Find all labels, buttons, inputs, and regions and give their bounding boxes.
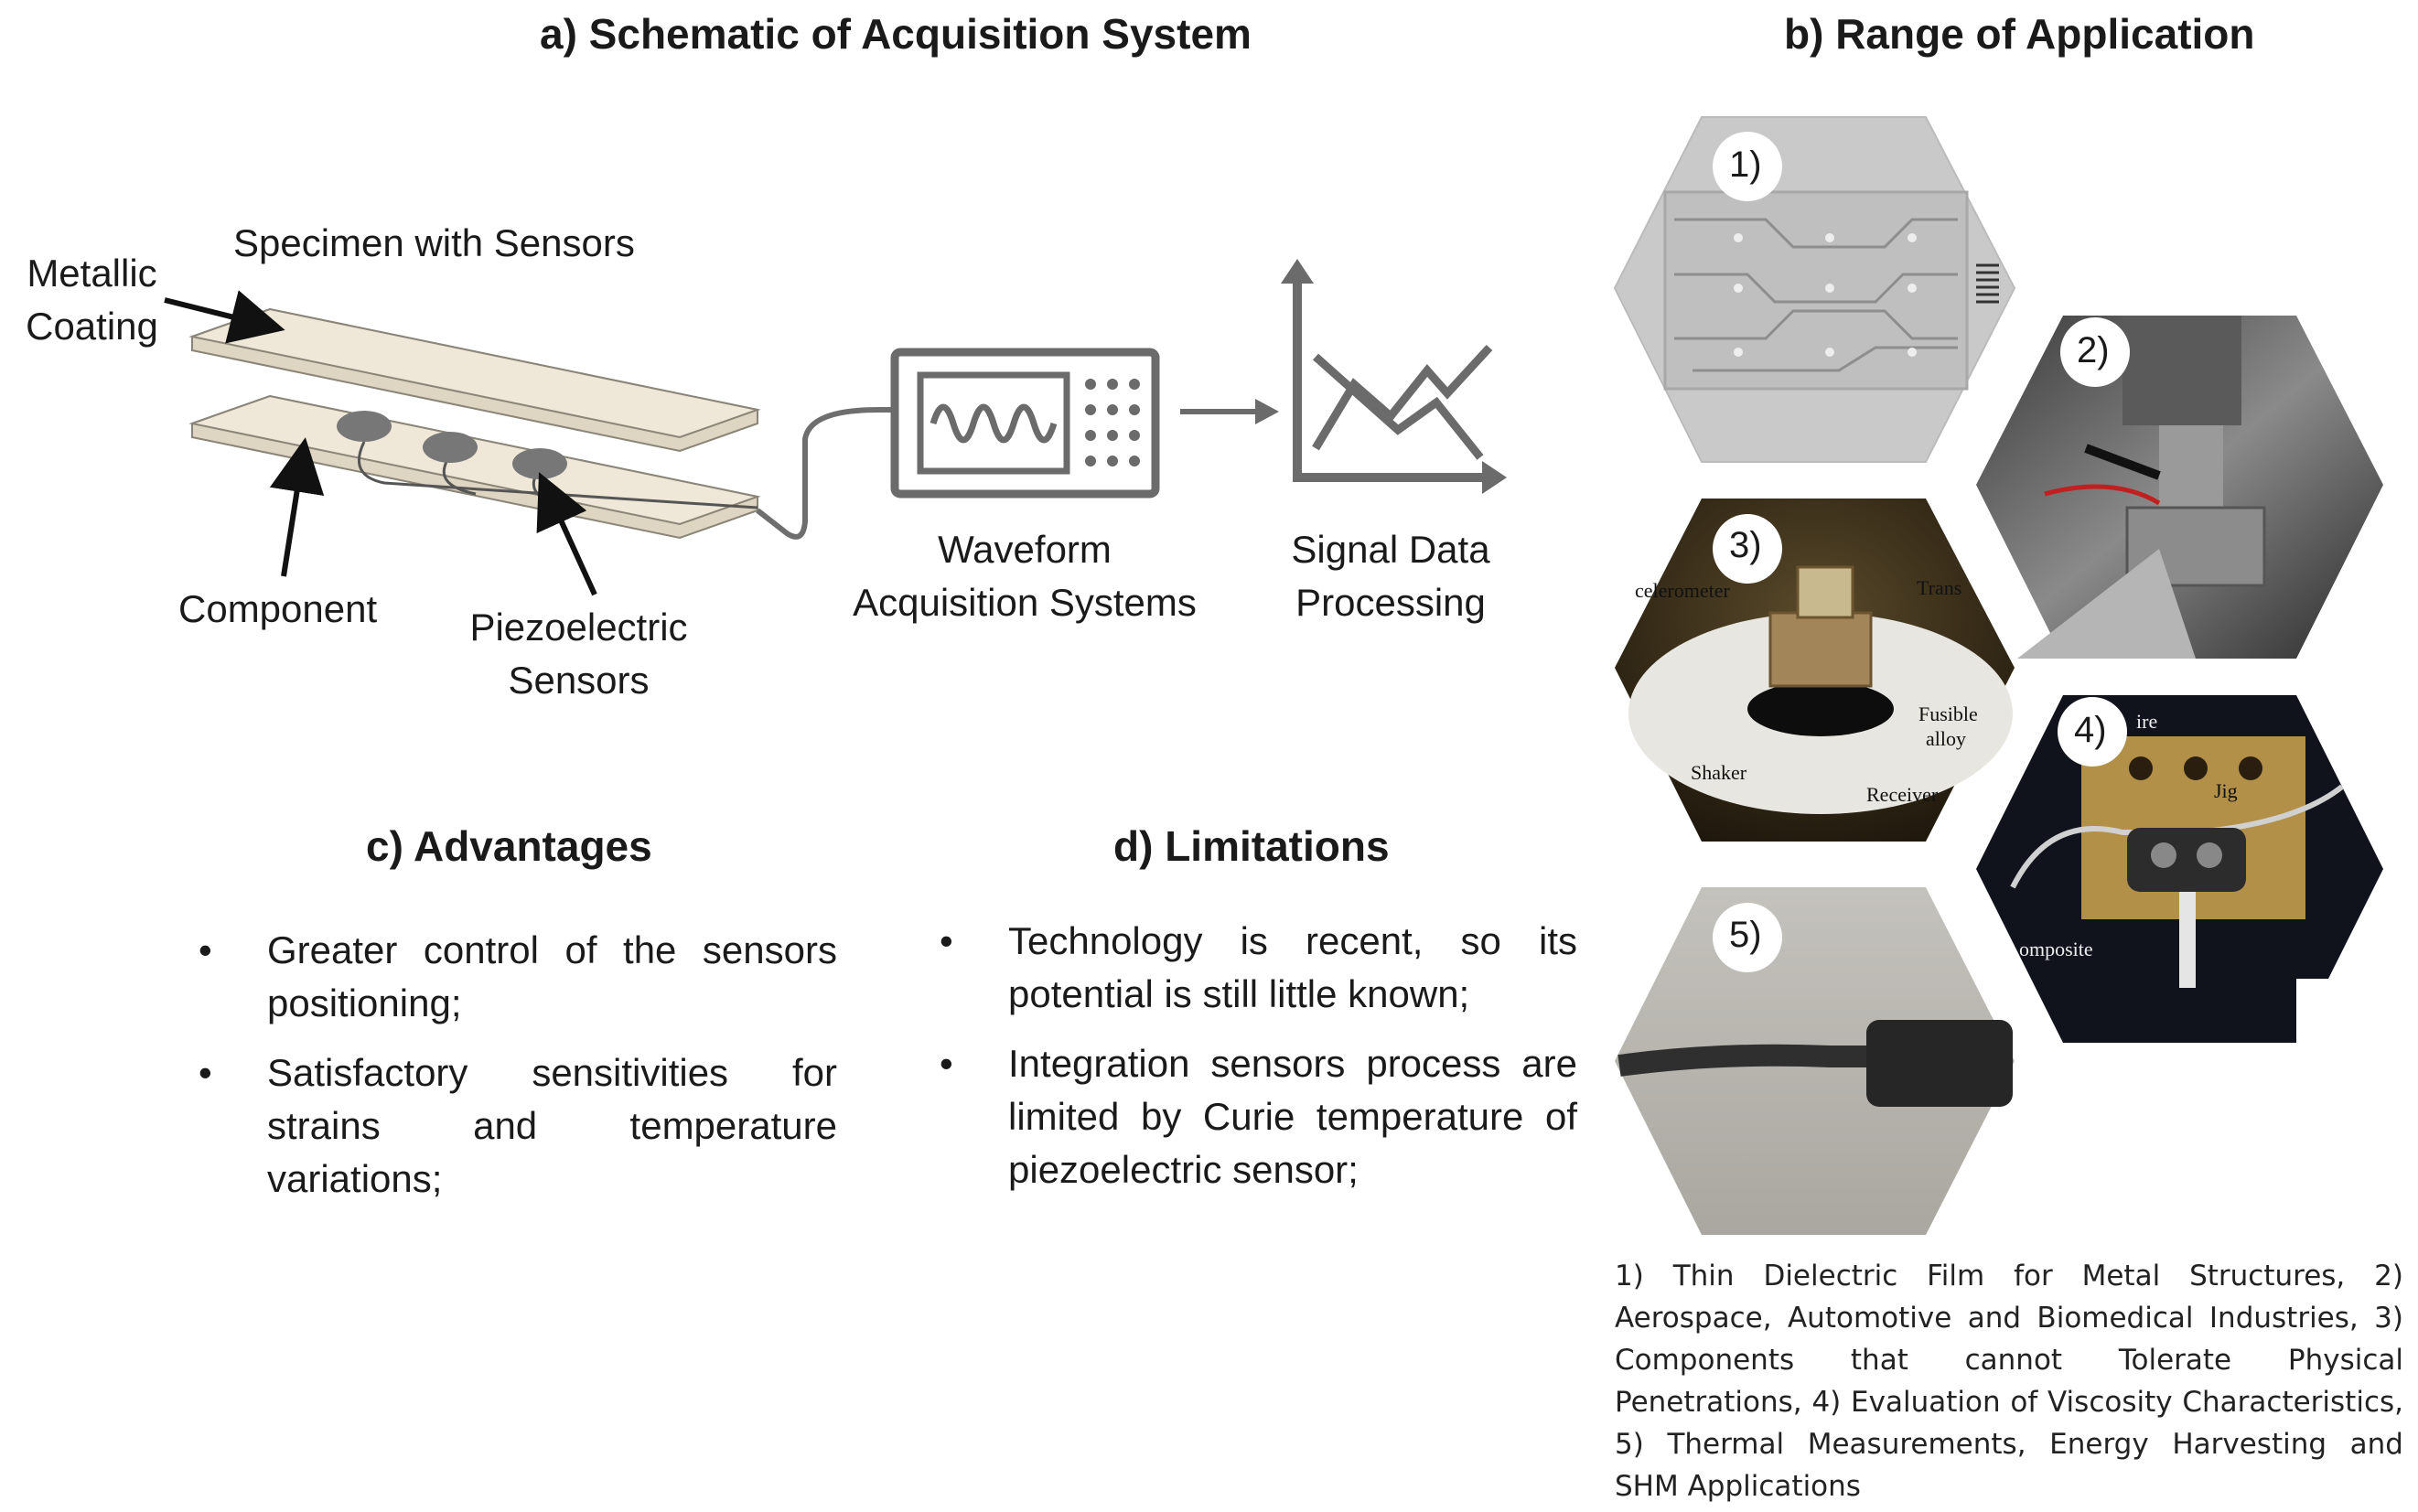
application-label-5: 5) [1729, 915, 1762, 955]
photo-text-composite: omposite [2019, 938, 2093, 960]
piezoelectric-sensors-label: Piezoelectric Sensors [469, 606, 688, 702]
application-label-3: 3) [1729, 525, 1762, 565]
limitation-item: • Integration sensors process are limite… [940, 1042, 1577, 1191]
application-hexagon-5 [1615, 887, 2015, 1235]
waveform-acquisition-label: Waveform Acquisition Systems [853, 528, 1197, 624]
photo-text-shaker: Shaker [1691, 761, 1747, 784]
photo-text-accelerometer: celerometer [1635, 579, 1730, 602]
application-label-4: 4) [2074, 710, 2107, 750]
advantage-item: • Greater control of the sensors positio… [199, 928, 837, 1024]
photo-text-fusible-alloy: Fusible alloy [1918, 702, 1978, 750]
photo-text-transducer: Trans [1917, 576, 1962, 599]
application-hexagons [1613, 116, 2383, 1235]
application-label-1: 1) [1729, 145, 1762, 185]
application-hexagon-3 [1615, 499, 2015, 842]
limitations-list: • Technology is recent, so its potential… [940, 915, 1577, 1213]
photo-text-wire: ire [2136, 710, 2158, 733]
limitation-item: • Technology is recent, so its potential… [940, 919, 1577, 1015]
application-label-2: 2) [2077, 330, 2110, 370]
application-hexagon-2 [1976, 316, 2383, 659]
signal-processing-chart-icon [1281, 259, 1507, 494]
sensor-wire [357, 441, 758, 509]
photo-text-jig: Jig [2214, 779, 2238, 802]
title-schematic: a) Schematic of Acquisition System [540, 10, 1252, 58]
metallic-coating-label: Metallic Coating [26, 252, 158, 348]
advantage-item: • Satisfactory sensitivities for strains… [199, 1051, 837, 1200]
application-hexagon-4 [1976, 695, 2383, 1043]
oscilloscope-icon [890, 348, 1160, 499]
title-limitations: d) Limitations [1113, 822, 1390, 870]
photo-text-receiver: Receiver [1866, 783, 1939, 806]
applications-caption: 1) Thin Dielectric Film for Metal Struct… [1615, 1260, 2403, 1503]
advantages-list: • Greater control of the sensors positio… [199, 924, 837, 1222]
piezo-sensor-3 [512, 448, 567, 479]
title-advantages: c) Advantages [366, 822, 652, 870]
piezo-sensor-1 [337, 411, 392, 442]
title-range-of-application: b) Range of Application [1784, 10, 2255, 58]
signal-data-processing-label: Signal Data Processing [1291, 528, 1490, 624]
signal-cable [756, 407, 892, 540]
application-hexagon-1 [1613, 116, 2016, 463]
schematic-diagram [164, 259, 1507, 596]
specimen-label: Specimen with Sensors [233, 221, 635, 264]
piezo-sensor-2 [423, 432, 478, 463]
component-label: Component [178, 587, 378, 630]
